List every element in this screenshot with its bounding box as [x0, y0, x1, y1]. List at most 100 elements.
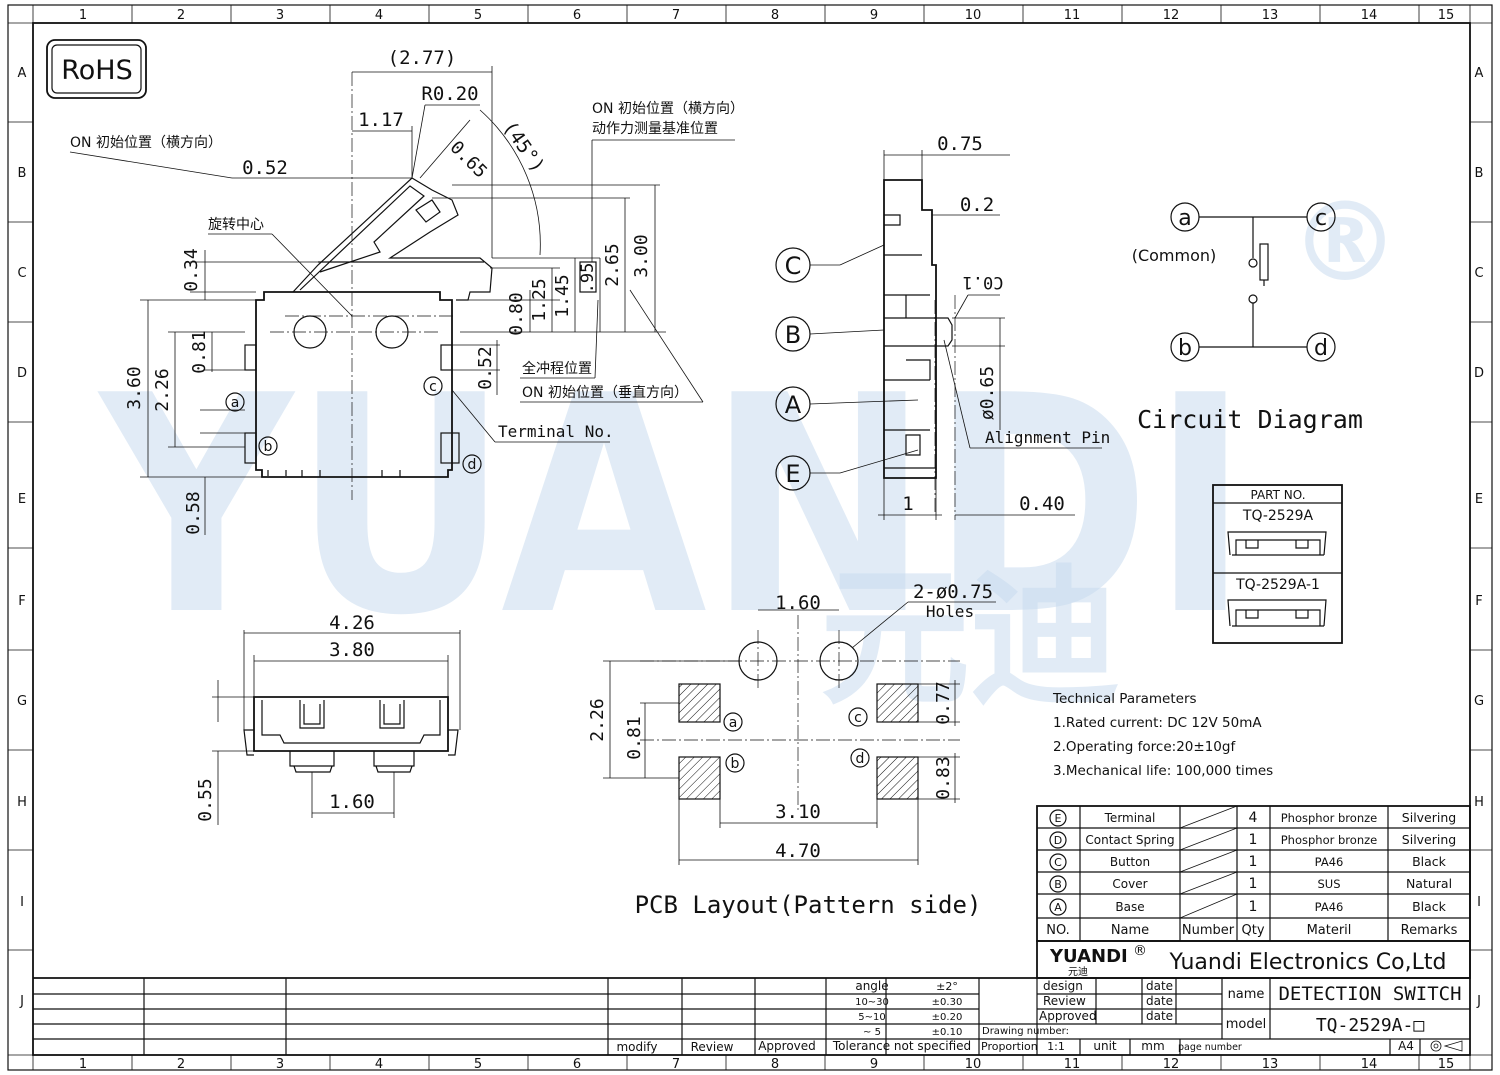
pcb-dim-4-70: 4.70: [775, 840, 821, 862]
note-full-stroke: 全冲程位置: [522, 360, 592, 377]
dim-2-65: 2.65: [602, 243, 623, 286]
grid-ticks: 1122334455667788991010111112121313141415…: [8, 5, 1492, 1072]
company-logo-cn: 元迪: [1068, 966, 1088, 978]
grid-row-F-left: F: [18, 594, 25, 609]
watermark-text: YUANDI: [96, 332, 1250, 681]
bom-qty: 1: [1249, 832, 1258, 848]
grid-row-G-left: G: [17, 694, 27, 709]
grid-col-12-bottom: 12: [1163, 1057, 1180, 1072]
circuit-common: (Common): [1132, 246, 1217, 265]
company-logo: YUANDI: [1049, 946, 1128, 967]
grid-col-9-top: 9: [870, 8, 878, 23]
bom-head-remarks: Remarks: [1401, 923, 1458, 938]
tol-r3: ~ 5: [863, 1027, 881, 1038]
company-logo-reg: ®: [1133, 943, 1147, 959]
grid-col-7-top: 7: [672, 8, 680, 23]
grid-col-9-bottom: 9: [870, 1057, 878, 1072]
bom-no: E: [1055, 812, 1062, 825]
tech-line-3: 3.Mechanical life: 100,000 times: [1053, 763, 1273, 779]
note-terminal-no: Terminal No.: [498, 422, 614, 441]
grid-col-1-top: 1: [79, 8, 87, 23]
grid-col-2-top: 2: [177, 8, 185, 23]
tb-proportion: Proportion: [981, 1040, 1038, 1053]
title-block: YUANDI ® 元迪 Yuandi Electronics Co,Ltd an…: [33, 940, 1471, 1055]
note-on-horizontal-right: ON 初始位置（横方向）: [592, 100, 744, 117]
grid-row-D-left: D: [17, 366, 27, 381]
dim-1: 1: [902, 493, 913, 515]
dim-0-34: 0.34: [181, 248, 202, 291]
tb-size: A4: [1398, 1039, 1414, 1053]
dim-r0-20: R0.20: [421, 83, 478, 105]
tb-review: Review: [1043, 994, 1086, 1008]
grid-row-C-left: C: [17, 266, 26, 281]
tb-date-1: date: [1146, 979, 1173, 993]
grid-col-11-bottom: 11: [1064, 1057, 1081, 1072]
grid-row-E-right: E: [1475, 492, 1483, 507]
dim-phi-0-65: ø0.65: [977, 366, 998, 420]
tol-r1-value: ±0.30: [932, 997, 963, 1008]
outer-frame: [7, 4, 1493, 1071]
tb-name-label: name: [1228, 987, 1265, 1002]
bom-remarks: Black: [1412, 899, 1447, 914]
pcb-pad-c: c: [854, 710, 862, 726]
grid-col-5-top: 5: [474, 8, 482, 23]
bom-qty: 1: [1249, 876, 1258, 892]
technical-parameters: Technical Parameters 1.Rated current: DC…: [1052, 691, 1273, 779]
grid-col-5-bottom: 5: [474, 1057, 482, 1072]
tb-page-number: page number: [1178, 1042, 1242, 1053]
bom-remarks: Natural: [1406, 876, 1452, 891]
grid-row-G-right: G: [1474, 694, 1484, 709]
grid-row-D-right: D: [1474, 366, 1484, 381]
balloon-b: B: [785, 321, 801, 349]
terminal-d-label: d: [468, 457, 477, 473]
grid-row-F-right: F: [1475, 594, 1482, 609]
dim-1-60-bottom: 1.60: [329, 791, 375, 813]
tb-date-2: date: [1146, 994, 1173, 1008]
dim-3-00: 3.00: [631, 234, 652, 277]
company-name: Yuandi Electronics Co,Ltd: [1169, 950, 1447, 975]
dim-2-26: 2.26: [152, 368, 173, 411]
grid-row-I-right: I: [1477, 895, 1481, 910]
bom-no-circle: [1049, 875, 1067, 893]
grid-col-3-top: 3: [276, 8, 284, 23]
grid-col-3-bottom: 3: [276, 1057, 284, 1072]
bom-head-no: NO.: [1046, 923, 1070, 938]
grid-col-10-top: 10: [965, 8, 982, 23]
grid-col-13-top: 13: [1262, 8, 1279, 23]
grid-col-14-top: 14: [1361, 8, 1378, 23]
grid-row-H-left: H: [17, 795, 27, 810]
circuit-a: a: [1178, 206, 1191, 231]
tol-r1: 10~30: [855, 997, 889, 1008]
dim-2-77: (2.77): [388, 47, 457, 69]
watermark-reg: ®: [1290, 178, 1400, 306]
tb-proportion-value: 1:1: [1047, 1040, 1065, 1053]
grid-row-B-left: B: [18, 166, 27, 181]
pcb-pad-b: b: [731, 756, 740, 772]
balloon-a: A: [785, 391, 802, 419]
grid-row-C-right: C: [1474, 266, 1483, 281]
projection-symbol-icon: [1430, 1040, 1463, 1052]
tol-angle: angle: [855, 979, 888, 993]
tb-name-value: DETECTION SWITCH: [1278, 983, 1461, 1005]
dim-0-52-left: 0.52: [242, 157, 288, 179]
bom-material: Phosphor bronze: [1281, 833, 1377, 847]
part-no-1: TQ-2529A: [1242, 508, 1314, 524]
tol-title: Tolerance not specified: [832, 1039, 971, 1053]
tb-model-label: model: [1226, 1017, 1266, 1032]
terminal-b-label: b: [264, 439, 273, 455]
alignment-pin-label: Alignment Pin: [985, 428, 1110, 447]
grid-row-I-left: I: [20, 895, 24, 910]
grid-col-10-bottom: 10: [965, 1057, 982, 1072]
note-on-horizontal-left: ON 初始位置（横方向）: [70, 134, 222, 151]
note-on-vertical: ON 初始位置（垂直方向）: [522, 384, 688, 401]
bom-head-name: Name: [1111, 923, 1149, 938]
pcb-layout: 1.60 2-ø0.75 Holes 2.26 0.81 0.77 0.83 3…: [587, 581, 996, 919]
dim-0-95: .95: [578, 263, 598, 294]
pcb-dim-0-77: 0.77: [933, 681, 954, 724]
pcb-dim-0-83: 0.83: [933, 756, 954, 799]
grid-col-2-bottom: 2: [177, 1057, 185, 1072]
grid-row-H-right: H: [1474, 795, 1484, 810]
bom-head-qty: Qty: [1241, 923, 1264, 938]
grid-row-J-left: J: [19, 994, 24, 1009]
grid-row-J-right: J: [1476, 994, 1481, 1009]
